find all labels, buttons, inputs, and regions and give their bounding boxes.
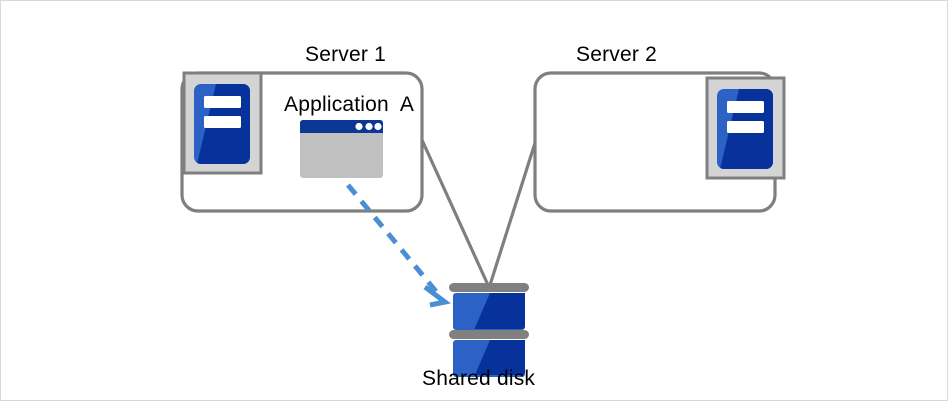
shared-disk-label: Shared disk [422,367,536,390]
disk-bar-icon [449,330,529,339]
disk-bar-icon [449,283,529,292]
connector-application-a-to-disk [346,183,451,308]
server1-label: Server 1 [305,43,386,66]
application-a-label: Application A [284,93,415,116]
connector-server2-to-disk [488,142,537,286]
server-icon [182,71,263,175]
window-dot-icon [374,122,382,131]
window-dot-icon [365,122,373,131]
server2-label: Server 2 [576,43,657,66]
window-dot-icon [355,122,363,131]
application-window-icon[interactable] [300,120,383,178]
arrowhead-icon [423,285,451,308]
server-icon [705,76,786,180]
disk-stack-icon[interactable] [449,283,529,377]
connector-server1-to-disk [420,139,490,286]
